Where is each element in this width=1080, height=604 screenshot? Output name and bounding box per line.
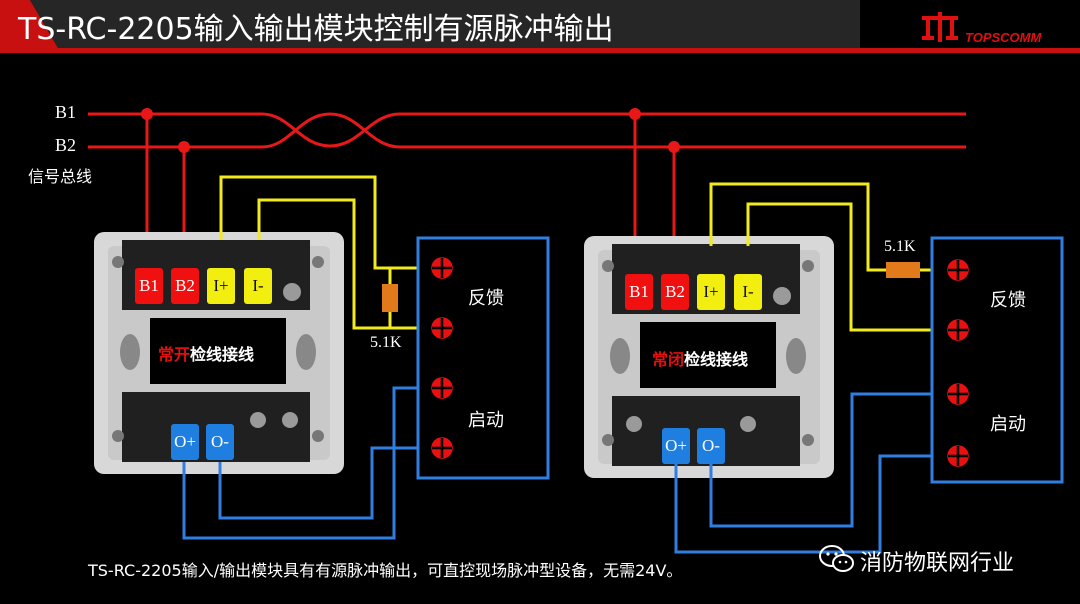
brand-name: 消防物联网行业 [860, 551, 1015, 576]
m2-wiring-mode: 常闭 [652, 350, 685, 369]
title-accent [0, 0, 58, 48]
m1-terminal-iplus: I+ [207, 268, 235, 304]
junction-m2-b1 [629, 108, 641, 120]
device-2-feedback-label: 反馈 [990, 290, 1026, 311]
device-terminal-icons [428, 254, 972, 470]
device-2-start-label: 启动 [990, 414, 1026, 435]
m2-iplus-wire [709, 182, 888, 272]
page-title: TS-RC-2205输入输出模块控制有源脉冲输出 [18, 12, 614, 47]
m2-iminus-wire [746, 202, 932, 332]
signal-wires [219, 175, 932, 332]
title-background [30, 0, 860, 48]
m1-terminal-ominus: O- [206, 424, 234, 460]
wechat-icon [819, 545, 854, 572]
bus-junctions [141, 108, 680, 153]
footer-description: TS-RC-2205输入/输出模块具有有源脉冲输出，可直控现场脉冲型设备，无需2… [88, 561, 683, 580]
device-1-start-label: 启动 [468, 410, 504, 431]
m1-terminal-b2: B2 [171, 268, 199, 304]
m2-terminal-b2: B2 [661, 274, 689, 310]
terminal-plus-icon [944, 442, 972, 470]
bus-b1-wire [88, 112, 966, 148]
terminal-plus-icon [428, 374, 456, 402]
device-2 [930, 236, 1064, 484]
m2-resistor [886, 262, 920, 278]
m1-resistor-label: 5.1K [370, 334, 402, 351]
terminal-plus-icon [428, 254, 456, 282]
junction-m2-b2 [668, 141, 680, 153]
junction-m1-b1 [141, 108, 153, 120]
device-1-feedback-label: 反馈 [468, 288, 504, 309]
logo-text: TOPSCOMM [965, 30, 1042, 45]
bus-b2-wire [88, 112, 966, 149]
m1-ominus-wire [218, 446, 418, 520]
terminal-plus-icon [944, 256, 972, 284]
bus-b1-label: B1 [55, 102, 77, 122]
m1-terminal-oplus: O+ [171, 424, 199, 460]
m2-wiring-title: 常闭检线接线 [652, 346, 748, 370]
m1-wiring-title: 常开检线接线 [158, 341, 254, 365]
m1-iminus-wire [257, 198, 418, 330]
m2-oplus-wire [674, 454, 932, 554]
m2-terminal-iplus: I+ [697, 274, 725, 310]
bus-b2-label: B2 [55, 135, 77, 155]
m1-wiring-mode: 常开 [158, 345, 191, 364]
bus-lines [88, 112, 966, 245]
m2-wiring-rest: 检线接线 [684, 350, 749, 369]
m1-terminal-b1: B1 [135, 268, 163, 304]
m2-terminal-ominus: O- [697, 428, 725, 464]
m1-res-lead-top [375, 266, 392, 286]
terminal-plus-icon [944, 316, 972, 344]
terminal-plus-icon [944, 380, 972, 408]
bus-caption: 信号总线 [28, 167, 93, 186]
topscomm-logo-icon [922, 12, 958, 42]
m2-ominus-wire [709, 392, 932, 528]
device-1 [416, 236, 550, 480]
m2-resistor-label: 5.1K [884, 238, 916, 255]
junction-m1-b2 [178, 141, 190, 153]
m2-terminal-oplus: O+ [662, 428, 690, 464]
m1-oplus-wire [182, 386, 418, 540]
m1-terminal-iminus: I- [244, 268, 272, 304]
output-wires [182, 386, 932, 554]
terminal-plus-icon [428, 314, 456, 342]
terminal-plus-icon [428, 434, 456, 462]
m2-terminal-iminus: I- [734, 274, 762, 310]
title-underline [0, 48, 1080, 53]
m1-wiring-rest: 检线接线 [190, 345, 255, 364]
m2-terminal-b1: B1 [625, 274, 653, 310]
m1-resistor [382, 284, 398, 312]
